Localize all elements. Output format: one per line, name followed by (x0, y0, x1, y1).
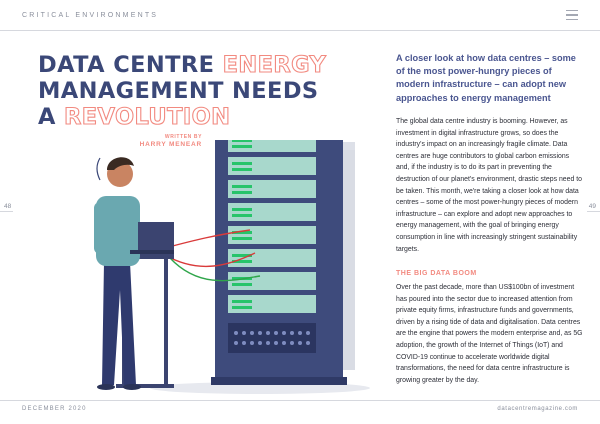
laptop-stand-leg (164, 259, 168, 387)
page-number-left: 48 (4, 203, 12, 210)
server-unit (228, 140, 316, 152)
standfirst: A closer look at how data centres – some… (396, 53, 576, 103)
vent-panel (228, 323, 316, 353)
laptop-stand-top (118, 254, 174, 259)
server-unit (228, 226, 316, 244)
title-line1-accent: ENERGY (222, 51, 327, 78)
hamburger-menu-icon[interactable] (566, 10, 578, 20)
title-line3-a: A (38, 104, 65, 130)
subheading: THE BIG DATA BOOM (396, 270, 477, 277)
intro-paragraph: The global data centre industry is boomi… (396, 118, 582, 253)
server-unit (228, 249, 316, 267)
vent-holes (234, 331, 310, 345)
server-unit (228, 157, 316, 175)
person-hair (107, 157, 134, 170)
red-cable (164, 252, 256, 268)
title-line2: MANAGEMENT NEEDS (38, 78, 319, 104)
rack-base (211, 377, 347, 385)
laptop-keyboard (130, 250, 174, 254)
thinking-mark (96, 157, 101, 181)
server-unit (228, 180, 316, 198)
laptop-stand-base (116, 384, 174, 388)
server-unit (228, 203, 316, 221)
data-centre-illustration (94, 140, 370, 394)
left-page-marker (0, 211, 13, 212)
issue-date: DECEMBER 2020 (22, 406, 87, 412)
server-units (228, 140, 316, 313)
section-header: CRITICAL ENVIRONMENTS (22, 12, 159, 19)
person-arm (94, 202, 106, 254)
server-unit (228, 272, 316, 290)
byline-label: WRITTEN BY (164, 134, 202, 140)
website-link[interactable]: datacentremagazine.com (497, 406, 578, 412)
person-legs (102, 262, 136, 385)
byline: WRITTEN BY HARRY MENEAR (118, 134, 202, 148)
title-line3-accent: REVOLUTION (63, 103, 231, 130)
person-shoe (97, 384, 115, 390)
article-title: DATA CENTRE ENERGY MANAGEMENT NEEDS A RE… (38, 51, 327, 130)
laptop-screen (138, 222, 174, 252)
green-cable (169, 257, 261, 282)
server-unit (228, 295, 316, 313)
person-torso (96, 196, 140, 266)
person-shoe (123, 384, 141, 390)
footer-divider (0, 400, 600, 401)
author-name: HARRY MENEAR (139, 141, 202, 148)
header-divider (0, 30, 600, 31)
right-page-marker (587, 211, 600, 212)
boom-paragraph: Over the past decade, more than US$100bn… (396, 284, 583, 384)
page-number-right: 49 (588, 203, 596, 210)
title-line1-a: DATA CENTRE (38, 52, 223, 78)
